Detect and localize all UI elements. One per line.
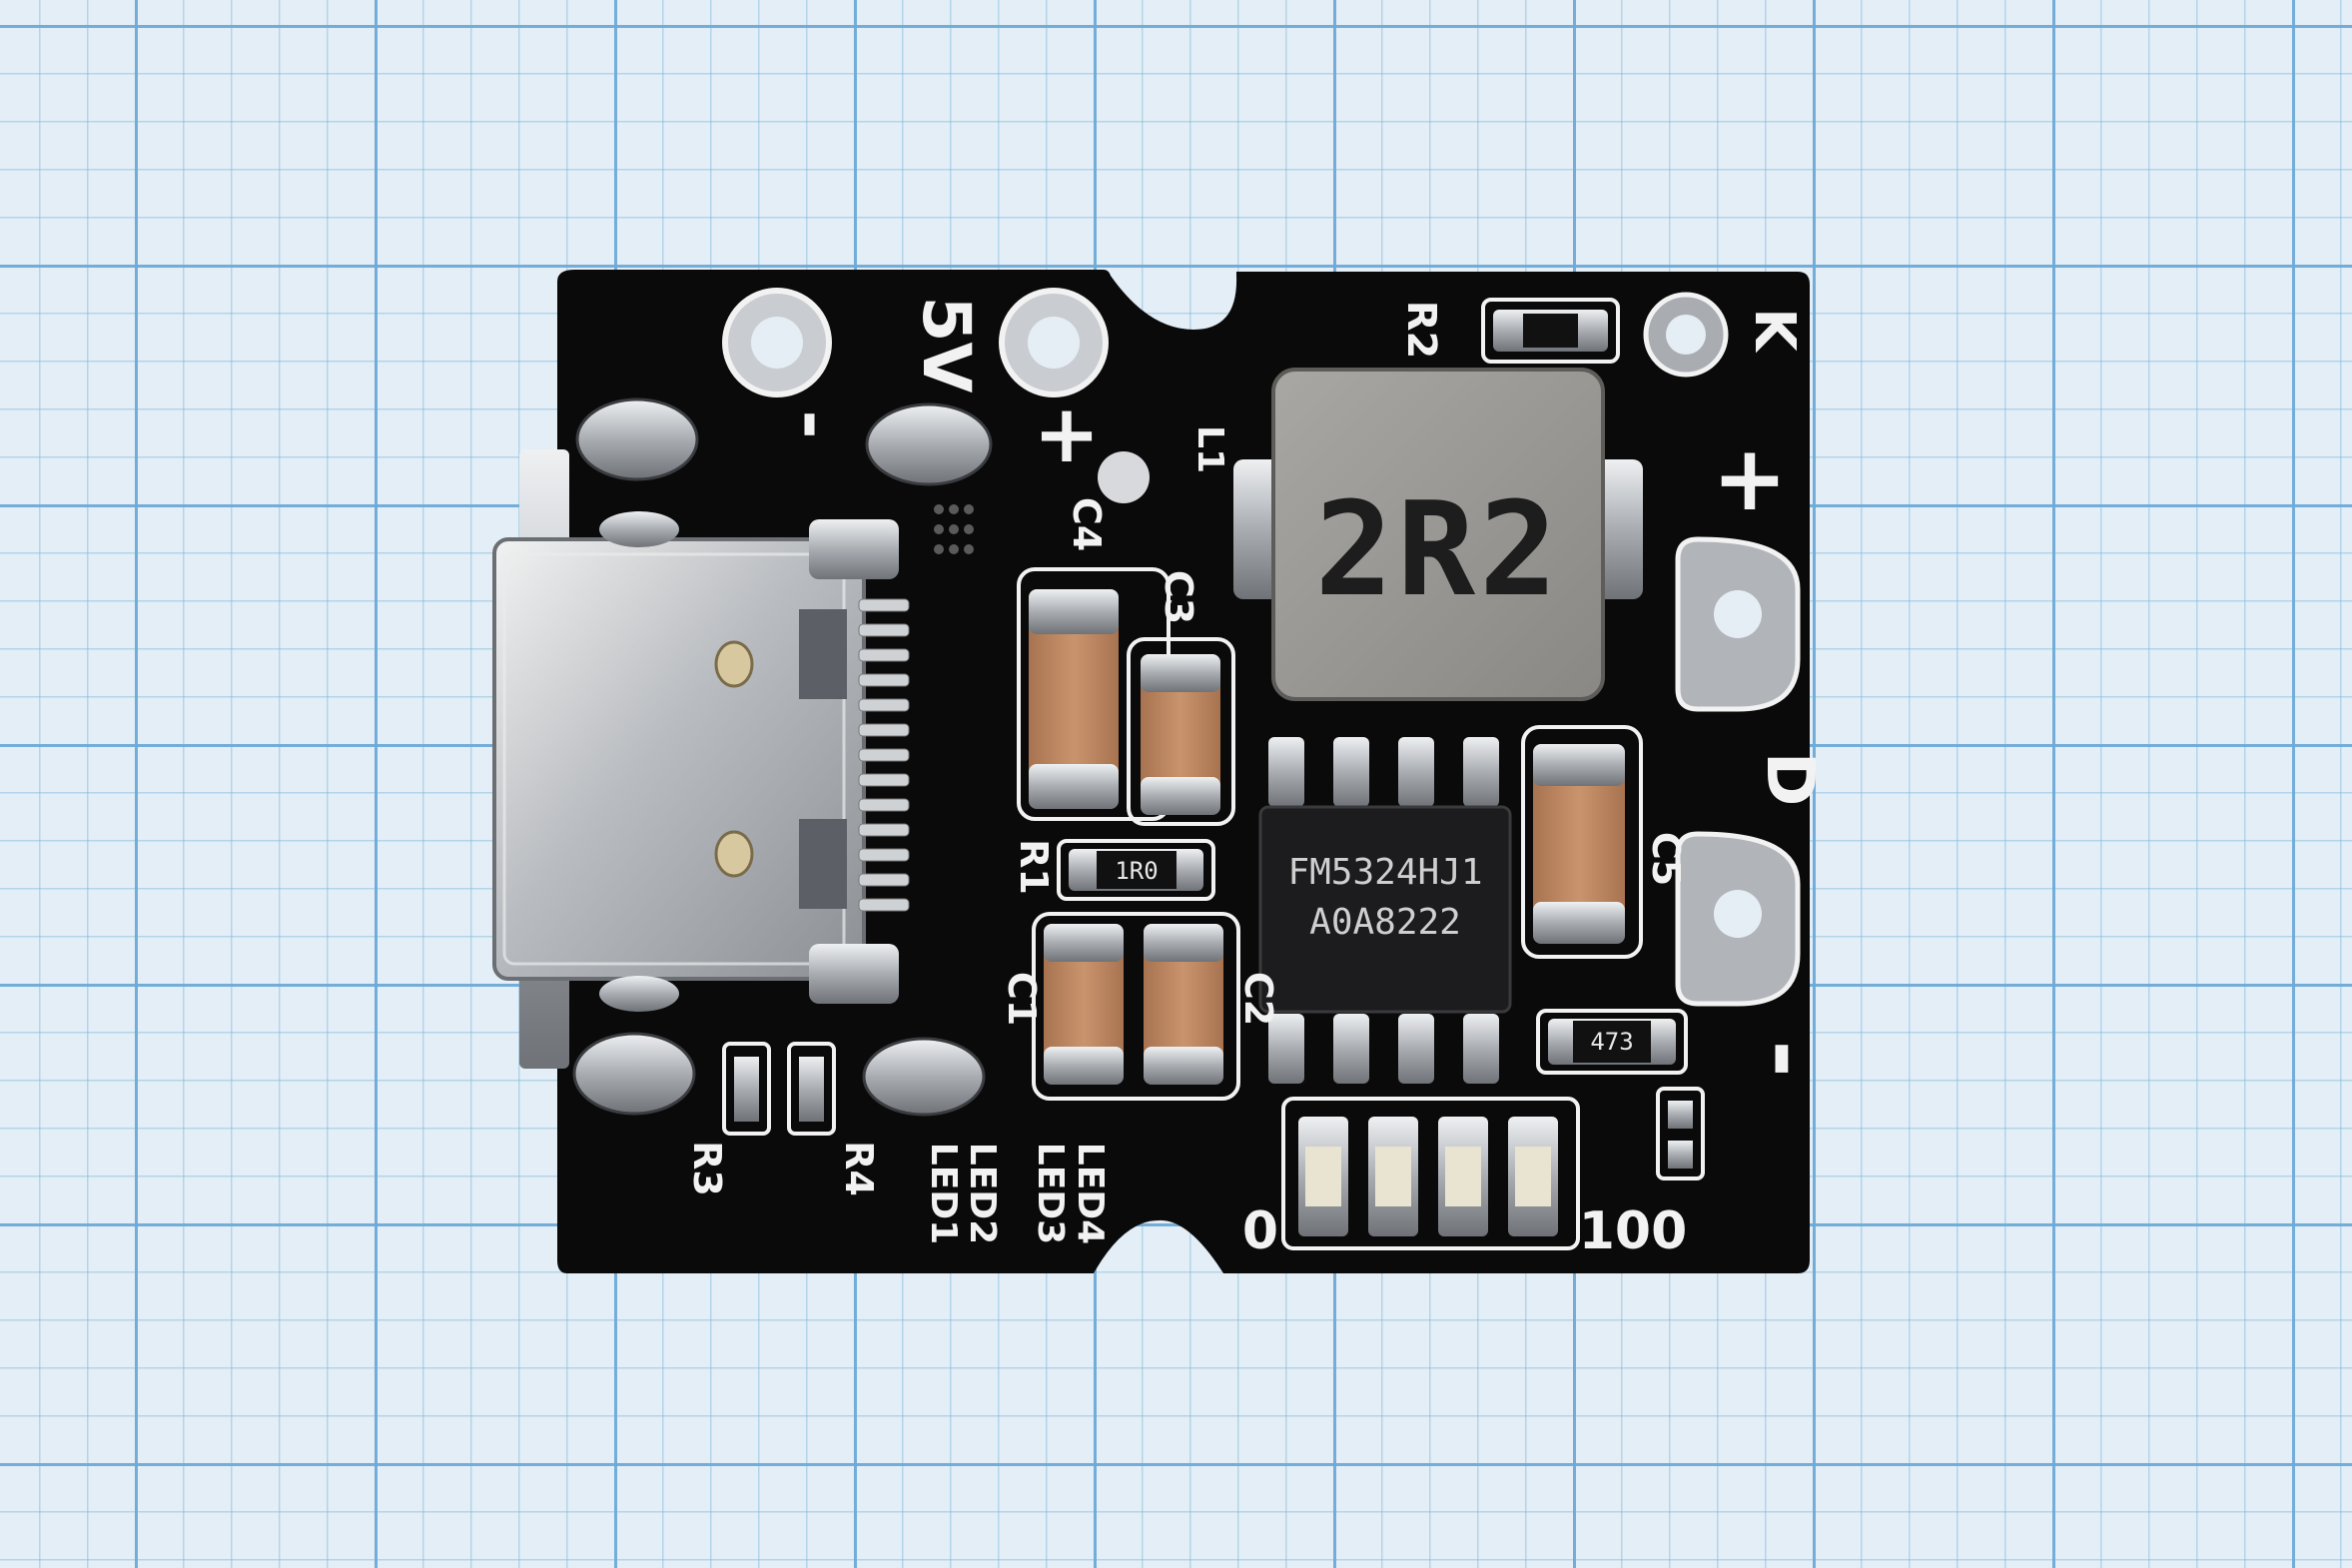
label-k: K (1742, 308, 1807, 354)
label-l1: L1 (1189, 425, 1230, 473)
label-c2: C2 (1236, 972, 1280, 1026)
label-plus-right: + (1712, 426, 1787, 531)
label-minus-top: - (772, 409, 854, 438)
label-5v: 5V (908, 296, 985, 392)
label-zero: 0 (1242, 1201, 1278, 1261)
resistors: 1R0 473 (722, 298, 1705, 1180)
label-plus-top: + (1033, 388, 1100, 480)
label-minus-right: - (1734, 1040, 1839, 1077)
resistor-r1-marking: 1R0 (1115, 857, 1158, 885)
through-hole-pads (722, 288, 1801, 1007)
label-d: D (1752, 752, 1829, 807)
ic-fm5324: FM5324HJ1 A0A8222 (1258, 737, 1512, 1084)
label-c1: C1 (1000, 972, 1044, 1026)
usb-c-connector (492, 449, 910, 1069)
leds (1281, 1097, 1580, 1250)
label-r4: R4 (837, 1141, 881, 1196)
ic-marking-line2: A0A8222 (1309, 902, 1461, 943)
capacitors (1017, 567, 1643, 1101)
label-led2: LED2 (962, 1143, 1003, 1244)
label-r2: R2 (1398, 301, 1444, 360)
label-r3: R3 (685, 1141, 729, 1196)
ic-marking-line1: FM5324HJ1 (1287, 852, 1482, 893)
inductor-2r2: 2R2 (1233, 368, 1643, 701)
label-hundred: 100 (1579, 1201, 1688, 1261)
vias (934, 504, 974, 554)
label-c5: C5 (1644, 832, 1688, 886)
inductor-marking: 2R2 (1315, 473, 1562, 625)
label-led4: LED4 (1070, 1143, 1111, 1244)
solder-joints (572, 397, 993, 1117)
silkscreen-labels: 5V - + K R2 L1 + D - C4 C3 R1 C1 C2 C5 R… (685, 296, 1839, 1261)
label-r1: R1 (1012, 839, 1056, 895)
resistor-r3-marking: 473 (1590, 1028, 1633, 1056)
label-c4: C4 (1065, 497, 1109, 551)
label-led1: LED1 (923, 1143, 964, 1244)
label-c3: C3 (1157, 570, 1200, 624)
label-led3: LED3 (1030, 1143, 1071, 1244)
